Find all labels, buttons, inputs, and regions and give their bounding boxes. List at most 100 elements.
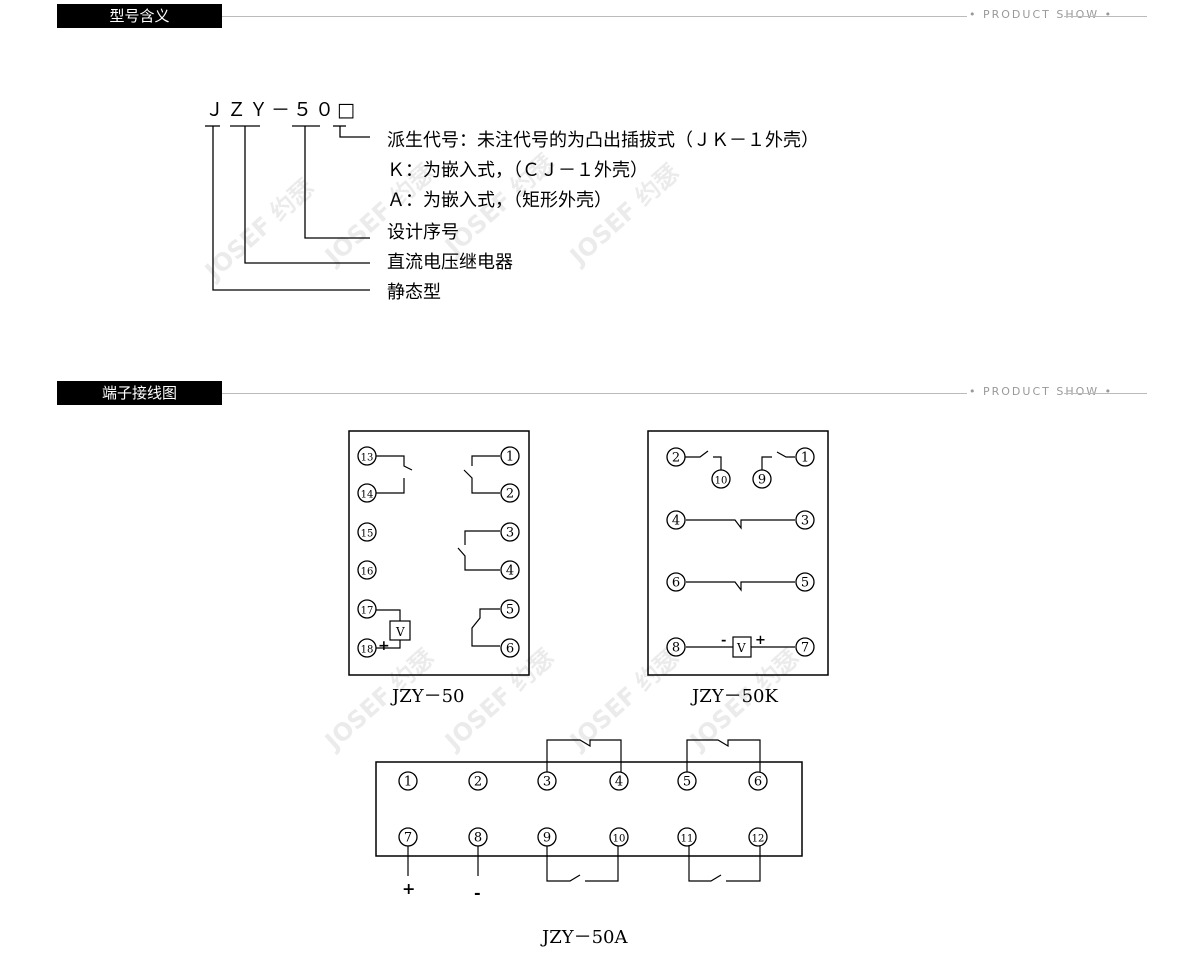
polarity-minus: -: [721, 633, 726, 648]
terminal-2: 2: [500, 483, 520, 503]
terminal-5: 5: [500, 599, 520, 619]
terminal-1: 1: [795, 447, 815, 467]
terminal-18: 18: [357, 638, 377, 658]
section-title: 端子接线图: [57, 381, 222, 405]
divider: [1064, 16, 1147, 17]
svg-text:14: 14: [361, 490, 374, 501]
svg-text:13: 13: [361, 453, 374, 464]
polarity-plus: +: [755, 633, 766, 648]
model-line-suffix: 派生代号：未注代号的为凸出插拔式（ＪＫ－１外壳）: [387, 130, 819, 151]
terminal-14: 14: [357, 483, 377, 503]
svg-text:5: 5: [683, 775, 691, 790]
svg-text:12: 12: [752, 834, 765, 845]
svg-text:17: 17: [361, 606, 374, 617]
terminal-4: 4: [500, 560, 520, 580]
terminal-1: 1: [500, 446, 520, 466]
model-line-a: Ａ：为嵌入式，（矩形外壳）: [387, 190, 612, 211]
svg-text:1: 1: [404, 775, 412, 790]
section-tagline: • PRODUCT SHOW •: [969, 385, 1114, 398]
terminal-3: 3: [500, 522, 520, 542]
svg-text:5: 5: [801, 576, 809, 591]
terminal-15: 15: [357, 522, 377, 542]
section-header-model: 型号含义 • PRODUCT SHOW •: [57, 4, 1147, 28]
caption-jzy-50k: JZY－50K: [690, 686, 779, 707]
terminal-12: 12: [748, 827, 768, 847]
terminal-17: 17: [357, 599, 377, 619]
svg-text:1: 1: [801, 451, 809, 466]
divider: [222, 393, 967, 394]
svg-text:3: 3: [543, 775, 551, 790]
terminal-9: 9: [537, 827, 557, 847]
svg-text:5: 5: [506, 603, 514, 618]
svg-text:10: 10: [613, 834, 626, 845]
svg-text:11: 11: [681, 834, 694, 845]
voltmeter-label: V: [736, 641, 746, 655]
svg-text:6: 6: [506, 642, 514, 657]
divider: [222, 16, 967, 17]
terminal-3: 3: [795, 510, 815, 530]
model-line-type: 直流电压继电器: [387, 252, 513, 273]
terminal-2: 2: [666, 447, 686, 467]
svg-text:6: 6: [672, 576, 680, 591]
svg-text:2: 2: [474, 775, 482, 790]
svg-text:9: 9: [543, 831, 551, 846]
voltmeter-label: V: [395, 625, 405, 639]
section-header-wiring: 端子接线图 • PRODUCT SHOW •: [57, 381, 1147, 405]
svg-text:8: 8: [474, 831, 482, 846]
model-brackets: [205, 125, 370, 291]
terminal-9: 9: [752, 469, 772, 489]
terminal-6: 6: [666, 572, 686, 592]
svg-text:1: 1: [506, 450, 514, 465]
terminal-5: 5: [677, 771, 697, 791]
terminal-10: 10: [711, 469, 731, 489]
caption-jzy-50a: JZY－50A: [540, 927, 629, 948]
diagram-jzy-50k: 2 10 9 1 4 3 6 5 8 7 V - + JZY－50K: [647, 430, 829, 707]
polarity-minus: -: [474, 883, 481, 902]
terminal-4: 4: [666, 510, 686, 530]
model-line-static: 静态型: [387, 282, 441, 303]
svg-text:9: 9: [758, 473, 766, 488]
terminal-8: 8: [666, 637, 686, 657]
terminal-8: 8: [468, 827, 488, 847]
terminal-7: 7: [795, 637, 815, 657]
svg-text:2: 2: [506, 487, 514, 502]
terminal-2: 2: [468, 771, 488, 791]
terminal-10: 10: [609, 827, 629, 847]
svg-text:4: 4: [615, 775, 623, 790]
model-code: ＪＺＹ－５０□: [205, 99, 358, 121]
section-title: 型号含义: [57, 4, 222, 28]
svg-text:3: 3: [506, 526, 514, 541]
terminal-13: 13: [357, 446, 377, 466]
terminal-6: 6: [500, 638, 520, 658]
svg-text:3: 3: [801, 514, 809, 529]
polarity-plus: +: [402, 879, 415, 898]
svg-text:8: 8: [672, 641, 680, 656]
terminal-11: 11: [677, 827, 697, 847]
model-line-k: Ｋ：为嵌入式，（ＣＪ－１外壳）: [387, 160, 648, 181]
model-line-design-no: 设计序号: [387, 222, 459, 243]
svg-text:6: 6: [754, 775, 762, 790]
svg-text:15: 15: [361, 529, 374, 540]
svg-text:7: 7: [404, 831, 412, 846]
terminal-4: 4: [609, 771, 629, 791]
svg-text:2: 2: [672, 451, 680, 466]
divider: [1064, 393, 1147, 394]
svg-text:7: 7: [801, 641, 809, 656]
svg-text:18: 18: [361, 645, 374, 656]
svg-text:10: 10: [715, 476, 728, 487]
terminal-7: 7: [398, 827, 418, 847]
diagram-jzy-50: 13 14 15 16 17 18 1 2 3 4 5 6 V + JZY－50: [348, 430, 530, 707]
svg-text:16: 16: [361, 567, 374, 578]
svg-text:4: 4: [672, 514, 680, 529]
terminal-5: 5: [795, 572, 815, 592]
polarity-plus: +: [378, 638, 390, 654]
terminal-6: 6: [748, 771, 768, 791]
caption-jzy-50: JZY－50: [390, 686, 465, 707]
terminal-3: 3: [537, 771, 557, 791]
terminal-16: 16: [357, 560, 377, 580]
svg-text:4: 4: [506, 564, 514, 579]
terminal-1: 1: [398, 771, 418, 791]
model-meaning-diagram: ＪＺＹ－５０□ 派生代号：未注代号的为凸出插拔式（ＪＫ－１外壳） Ｋ：为嵌入式，…: [205, 99, 819, 303]
